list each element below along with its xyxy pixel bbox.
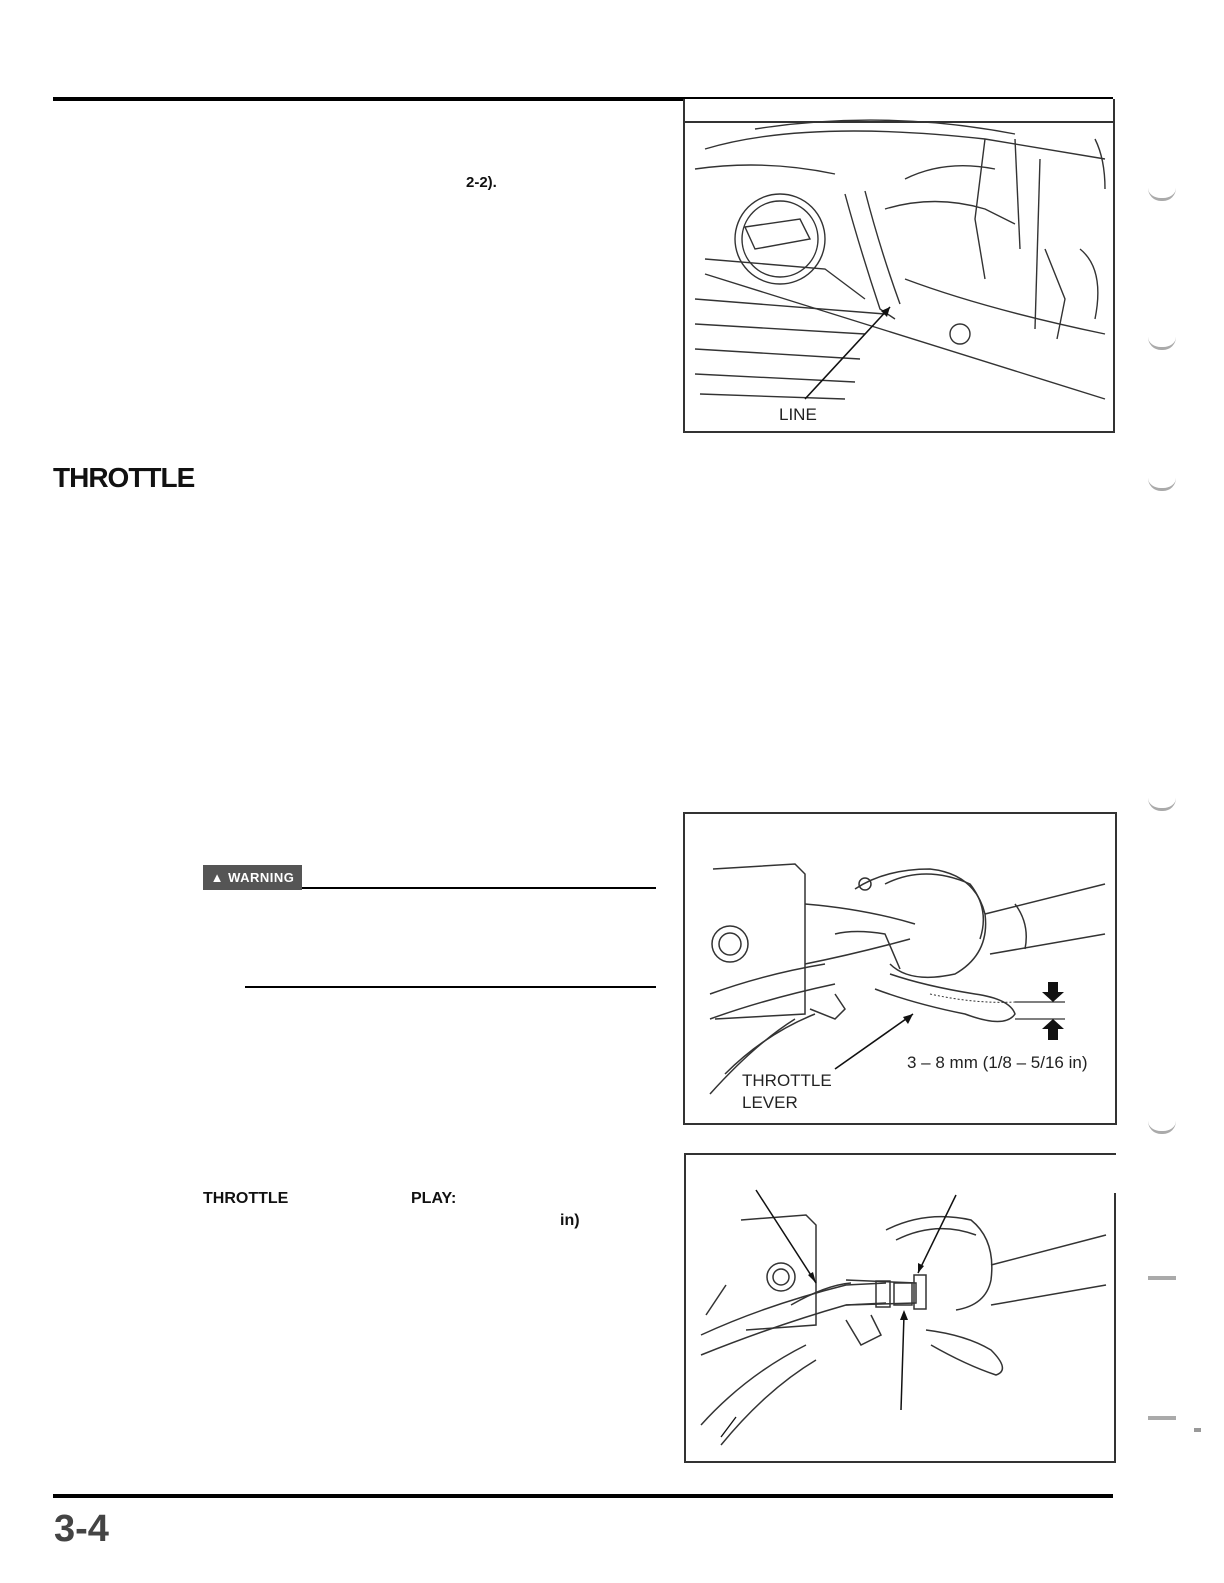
warning-badge: ▲ WARNING — [203, 865, 302, 890]
bottom-rule — [53, 1494, 1113, 1498]
spec-unit: in) — [560, 1212, 580, 1229]
page-reference: 2-2). — [466, 174, 497, 191]
tab-marker — [1148, 1270, 1176, 1280]
tab-marker — [1148, 478, 1176, 491]
lever-label-line2: LEVER — [742, 1093, 798, 1112]
page-number: 3-4 — [54, 1508, 109, 1550]
spec-play: PLAY: — [411, 1190, 457, 1207]
warning-bottom-rule — [245, 986, 656, 988]
tab-marker — [1148, 1121, 1176, 1134]
warning-top-rule — [302, 887, 656, 889]
figure-throttle-adjuster — [684, 1153, 1116, 1463]
throttle-lever-illustration — [709, 863, 1106, 1095]
warning-triangle-icon: ▲ — [210, 870, 224, 885]
figure1-label: LINE — [779, 405, 817, 424]
top-rule — [53, 97, 1113, 101]
figure-throttle-lever: THROTTLE LEVER 3 – 8 mm (1/8 – 5/16 in) — [683, 812, 1117, 1125]
free-play-measurement: 3 – 8 mm (1/8 – 5/16 in) — [907, 1053, 1088, 1072]
figure-header-bar — [685, 99, 1113, 123]
figure-right-border — [1114, 1193, 1116, 1461]
spec-throttle: THROTTLE — [203, 1190, 289, 1207]
warning-label: WARNING — [228, 870, 295, 885]
tab-marker — [1148, 188, 1176, 201]
tab-marker — [1148, 798, 1176, 811]
section-heading: THROTTLE — [53, 462, 195, 493]
tab-marker — [1148, 1410, 1176, 1420]
fuel-line-illustration — [694, 119, 1106, 400]
lever-label-line1: THROTTLE — [742, 1071, 832, 1090]
tab-marker — [1148, 337, 1176, 350]
tab-dot — [1194, 1428, 1201, 1432]
figure-fuel-line: LINE — [683, 99, 1115, 433]
adjuster-illustration — [700, 1189, 1107, 1446]
